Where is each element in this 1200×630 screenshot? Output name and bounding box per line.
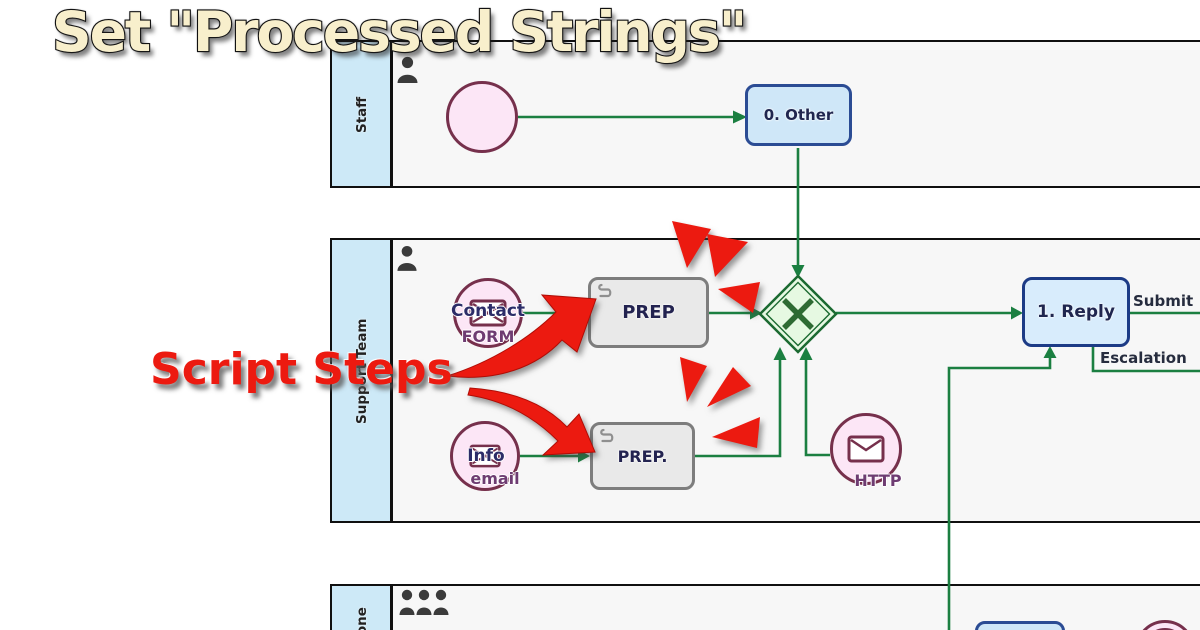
start-event [446,81,518,153]
script-task-prep-1: PREP [588,277,709,348]
message-event-http [830,413,902,485]
lane-label-staff: Staff [354,96,370,133]
task-1-reply: 1. Reply [1022,277,1130,347]
event-label-contact: Contact [450,301,526,321]
envelope-icon [847,435,885,463]
event-label-email: email [470,469,520,488]
task-0-other: 0. Other [745,84,852,146]
event-label-info: Info [467,446,505,466]
flow-label-submit: Submit [1133,292,1194,310]
pool-anyone [330,584,1200,630]
script-scroll-icon [598,283,612,298]
person-icon [397,245,417,271]
person-icon [397,56,418,83]
event-label-http: HTTP [854,471,902,490]
task-0-other-label: 0. Other [763,106,834,124]
exclusive-gateway [758,274,838,354]
lane-band-staff [332,42,393,186]
script-steps-callout: Script Steps [150,344,453,395]
task-reply-label: 1. Reply [1037,302,1115,322]
script-task-prep-2: PREP. [590,422,695,490]
hero-title: Set "Processed Strings" [51,0,748,65]
task-bottom-cut [975,621,1065,630]
task-prep2-label: PREP. [617,446,668,466]
lane-band-support-team [332,240,393,521]
exclusive-gateway-x [782,298,814,330]
task-prep1-label: PREP [622,302,675,323]
lane-band-anyone [332,586,393,630]
people-icon [399,589,449,615]
flow-label-escalation: Escalation [1100,349,1187,367]
lane-label-anyone: Anyone [354,607,370,630]
script-scroll-icon [600,428,614,443]
